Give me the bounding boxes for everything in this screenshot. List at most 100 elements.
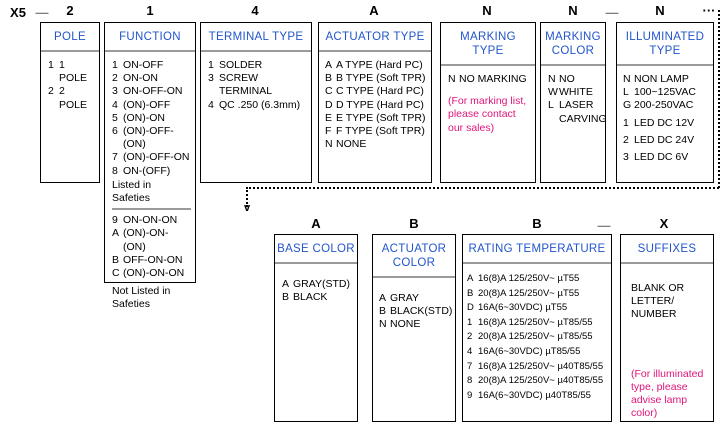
box-base-color-title: BASE COLOR	[275, 235, 357, 264]
item-code: L	[623, 86, 629, 99]
flow-arrow-icon: v	[243, 202, 251, 214]
box-marking-type-title: MARKING TYPE	[441, 23, 535, 66]
divider	[112, 208, 191, 211]
item-label: ON-ON	[123, 72, 158, 85]
item-code: B	[325, 72, 333, 85]
item-code: N	[623, 73, 631, 85]
item-code: C	[325, 85, 333, 98]
code-illuminated-type: N	[655, 3, 665, 18]
item-code: A	[467, 273, 474, 284]
item-code: 6	[112, 125, 118, 138]
item-code: A	[282, 278, 290, 290]
item-code: A	[379, 292, 387, 304]
box-terminal-type-title: TERMINAL TYPE	[201, 23, 311, 52]
box-suffixes: SUFFIXES BLANK OR LETTER/ NUMBER (For il…	[620, 234, 714, 422]
item-label: BLACK(STD)	[390, 305, 453, 318]
code-rating-temperature: B	[532, 216, 542, 231]
code-pole: 2	[66, 3, 74, 18]
list-item: 7(ON)-OFF-ON	[112, 151, 191, 164]
item-label: (ON)-OFF-(ON)	[123, 125, 174, 151]
item-code: B	[467, 287, 474, 299]
item-label: 16A(6~30VDC) µT55	[478, 302, 568, 314]
code-marking-type: N	[482, 3, 492, 18]
item-code: 4	[467, 345, 473, 357]
item-code: A	[325, 59, 333, 71]
function-safety-note-1: Listed in Safeties	[112, 178, 152, 205]
list-item: 9 16A(6~30VDC) µ40T85/55	[467, 389, 609, 404]
box-marking-color-title: MARKING COLOR	[541, 23, 605, 66]
item-label: 20(8)A 125/250V~ µT85/55	[478, 331, 593, 343]
box-pole-title: POLE	[41, 23, 99, 52]
item-label: 16A(6~30VDC) µ40T85/55	[478, 389, 591, 401]
code-separator-2: —	[605, 5, 619, 20]
item-label: LASER CARVING	[559, 99, 607, 125]
flow-connector-bottom	[246, 187, 719, 189]
item-code: E	[325, 111, 333, 124]
item-label: E TYPE (Soft TPR)	[336, 111, 426, 124]
item-label: C TYPE (Hard PC)	[336, 85, 424, 98]
item-label: NO	[559, 73, 575, 85]
code-base-color: A	[311, 216, 321, 231]
code-terminal-type: 4	[251, 3, 259, 18]
box-rating-temperature-title: RATING TEMPERATURE	[463, 235, 611, 264]
flow-connector-down	[246, 187, 248, 207]
flow-connector-right	[718, 10, 720, 188]
item-code: N	[379, 318, 387, 331]
code-continuation-dots: ···	[702, 3, 716, 18]
item-label: LED DC 6V	[634, 151, 689, 164]
list-item: 6 (ON)-OFF-(ON)	[112, 125, 191, 151]
item-label: D TYPE (Hard PC)	[336, 98, 424, 111]
item-label: OFF-ON-ON	[123, 253, 183, 266]
box-actuator-type-title: ACTUATOR TYPE	[319, 23, 431, 52]
item-code: A	[112, 227, 120, 240]
marking-type-note: (For marking list, please contact our sa…	[448, 95, 527, 134]
item-code: 4	[112, 98, 118, 111]
item-label: F TYPE (Soft TPR)	[336, 125, 425, 138]
item-label: 1 POLE	[59, 59, 88, 85]
item-code: 2	[48, 85, 54, 98]
item-code: N	[548, 73, 556, 85]
suffixes-note: (For illuminated type, please advise lam…	[631, 367, 704, 420]
item-label: NONE	[336, 138, 367, 151]
item-code: 9	[467, 389, 473, 401]
function-safety-note-2: Not Listed in Safeties	[112, 285, 171, 311]
item-code: B	[379, 305, 387, 318]
item-code: W	[548, 86, 558, 99]
item-code: D	[325, 98, 333, 111]
box-illuminated-type-title: ILLUMINATED TYPE	[617, 23, 713, 66]
code-marking-color: N	[568, 3, 578, 18]
item-code: 1	[623, 116, 629, 129]
box-suffixes-body: BLANK OR LETTER/ NUMBER (For illuminated…	[621, 264, 713, 424]
suffixes-description: BLANK OR LETTER/ NUMBER	[631, 282, 685, 321]
